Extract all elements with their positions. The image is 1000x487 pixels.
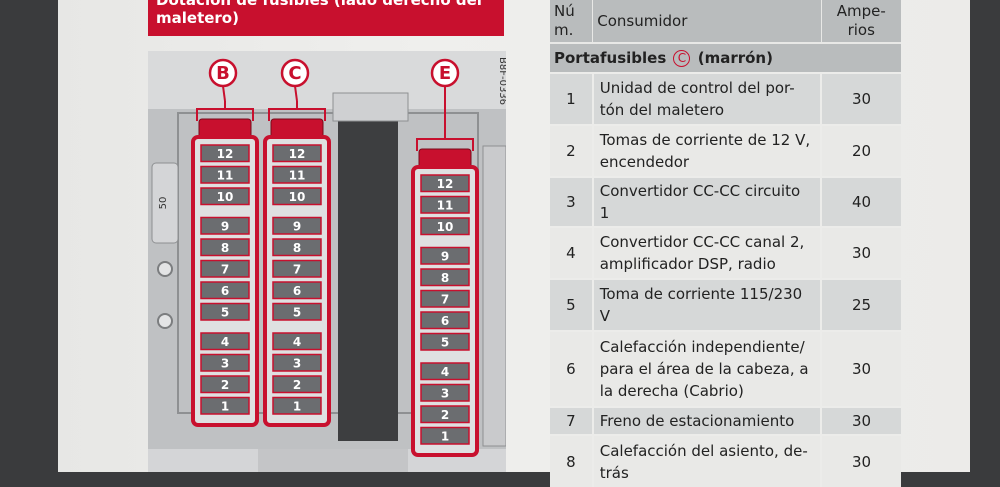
fuse-slot-number: 7 [221,263,229,277]
fuse-slot-number: 4 [293,335,301,349]
row-consumer: Toma de corriente 115/230 V [592,278,823,331]
fuse-slot-number: 1 [293,400,301,414]
fuse-slot-number: 11 [437,199,454,213]
fuse-slot-number: 10 [437,220,454,234]
fuse-slot-number: 6 [221,284,229,298]
row-num: 3 [550,176,594,227]
row-consumer: Calefacción del asiento, de- trás [592,434,823,487]
fuse-slot-number: 11 [217,169,234,183]
fuse-slot-number: 1 [221,400,229,414]
fuse-slot-number: 6 [293,284,301,298]
row-num: 5 [550,278,594,331]
holder-letter: B [216,63,230,84]
row-consumer: Tomas de corriente de 12 V, encendedor [592,124,823,177]
holder-e-marker [430,58,460,88]
section-label-pre: Portafusibles [554,49,667,67]
row-amps: 25 [821,278,901,331]
holder-c-marker [280,58,310,88]
holder-c-badge: C [673,50,691,67]
holder-b-marker [208,58,238,88]
fuse-slot-number: 2 [441,408,449,422]
fuse-assignment-table: Nú m. Consumidor Ampe- rios Portafusible… [550,0,901,487]
row-num: 1 [550,72,594,125]
fuse-slot-number: 8 [293,241,301,255]
fuse-slot-number: 12 [217,147,234,161]
row-consumer: Convertidor CC-CC canal 2, amplificador … [592,226,823,279]
row-consumer: Unidad de control del por- tón del malet… [592,72,823,125]
heading-line-1: Dotación de fusibles (lado derecho del [156,0,482,9]
header-consumer: Consumidor [592,0,822,43]
fuse-slot-number: 3 [441,387,449,401]
row-consumer: Calefacción independiente/ para el área … [592,330,823,407]
fuse-slot-number: 5 [441,336,449,350]
fuse-slot-number: 11 [289,169,306,183]
fuse-slot-number: 10 [217,190,234,204]
row-num: 6 [550,330,594,407]
section-row: Portafusibles C (marrón) [550,42,901,73]
row-amps: 40 [821,176,901,227]
row-amps: 30 [821,406,901,435]
fuse-slot-number: 5 [293,306,301,320]
row-num: 8 [550,434,594,487]
fuse-slot-number: 2 [221,378,229,392]
fuse-slot-number: 10 [289,190,306,204]
header-amps: Ampe- rios [821,0,901,43]
fuse-holder-c [263,135,331,427]
holder-letter: E [439,63,451,84]
fuse-slot-number: 3 [293,357,301,371]
table-header-row: Nú m. Consumidor Ampe- rios [550,0,901,43]
fuse-slot-number: 12 [289,147,306,161]
fuse-slot-number: 5 [221,306,229,320]
row-num: 2 [550,124,594,177]
fuse-slot-number: 4 [221,335,229,349]
section-heading: Dotación de fusibles (lado derecho del m… [148,0,504,36]
side-label: 50 [158,197,169,210]
row-consumer: Convertidor CC-CC circuito 1 [592,176,823,227]
fuse-slot-number: 8 [221,241,229,255]
fuse-slot-number: 9 [441,250,449,264]
row-amps: 20 [821,124,901,177]
fuse-slot-number: 12 [437,177,454,191]
fuse-slot-number: 9 [221,220,229,234]
fuse-slot-number: 7 [441,293,449,307]
row-consumer: Freno de estacionamiento [592,406,823,435]
header-num: Nú m. [550,0,594,43]
section-label-post: (marrón) [697,49,773,67]
row-num: 7 [550,406,594,435]
fuse-box-illustration: 50 B8F-0336 B121110987654321C12111098765… [148,51,506,472]
section-label: Portafusibles C (marrón) [550,42,901,73]
fuse-table: Nú m. Consumidor Ampe- rios Portafusible… [550,0,901,487]
row-num: 4 [550,226,594,279]
fuse-holder-e [411,165,479,457]
fuse-slot-number: 9 [293,220,301,234]
fuse-slot-number: 2 [293,378,301,392]
fuse-holder-b [191,135,259,427]
heading-line-2: maletero) [156,9,239,27]
fuse-slot-number: 4 [441,365,449,379]
fuse-slot-number: 8 [441,271,449,285]
fuse-slot-number: 1 [441,430,449,444]
fuse-slot-number: 3 [221,357,229,371]
row-amps: 30 [821,434,901,487]
row-amps: 30 [821,226,901,279]
diagram-code: B8F-0336 [497,57,506,105]
fuse-slot-number: 7 [293,263,301,277]
fuse-slot-number: 6 [441,314,449,328]
row-amps: 30 [821,330,901,407]
row-amps: 30 [821,72,901,125]
holder-letter: C [288,63,301,84]
